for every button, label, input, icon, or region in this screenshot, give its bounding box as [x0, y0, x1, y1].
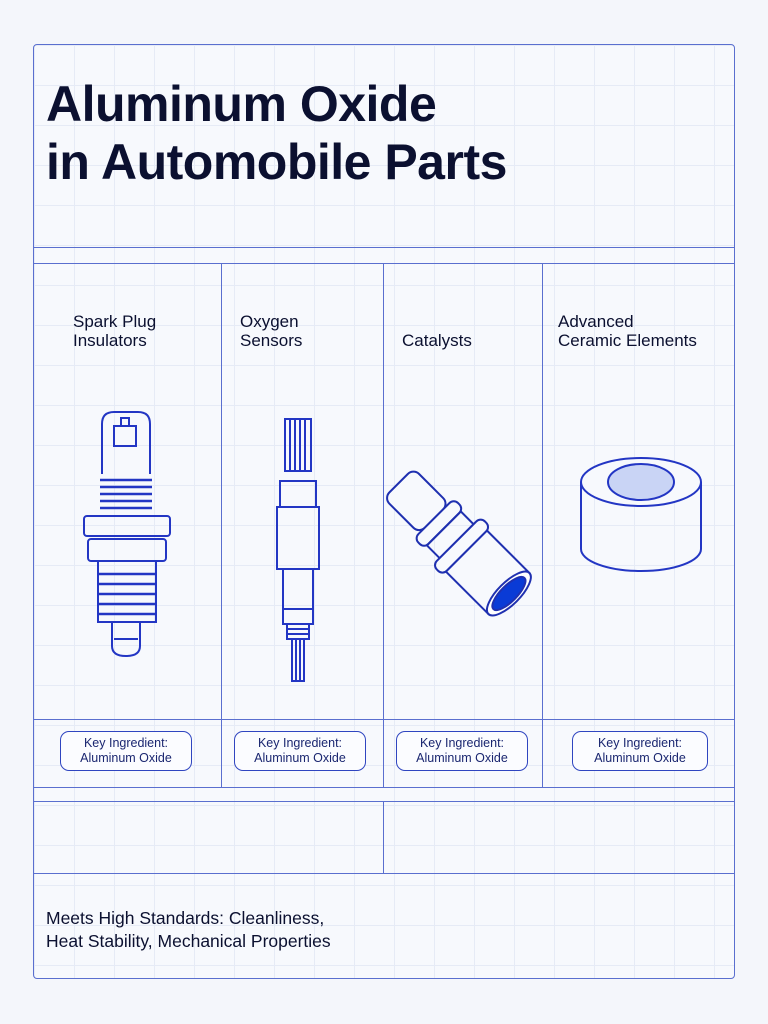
- title-line-2: in Automobile Parts: [46, 134, 507, 190]
- oxygen-sensor-icon: [276, 418, 320, 682]
- divider: [34, 247, 734, 248]
- catalyst-tube-icon: [386, 470, 532, 617]
- divider: [34, 719, 734, 720]
- page-title: Aluminum Oxide in Automobile Parts: [46, 75, 507, 191]
- divider: [34, 263, 734, 264]
- key-ingredient-badge: Key Ingredient:Aluminum Oxide: [572, 731, 708, 771]
- part-catalyst: Catalysts: [383, 264, 542, 720]
- divider: [34, 873, 734, 874]
- divider: [34, 787, 734, 788]
- divider: [542, 263, 543, 787]
- title-line-1: Aluminum Oxide: [46, 76, 437, 132]
- divider: [34, 801, 734, 802]
- key-ingredient-badge: Key Ingredient:Aluminum Oxide: [60, 731, 192, 771]
- infographic-frame: Aluminum Oxide in Automobile Parts Spark…: [33, 44, 735, 979]
- ceramic-ring-icon: [580, 457, 702, 572]
- key-ingredient-badge: Key Ingredient:Aluminum Oxide: [396, 731, 528, 771]
- divider: [383, 263, 384, 787]
- part-label: Catalysts: [402, 331, 472, 350]
- standards-note: Meets High Standards: Cleanliness,Heat S…: [46, 908, 331, 951]
- spark-plug-icon: [83, 411, 171, 658]
- divider: [383, 801, 384, 873]
- key-ingredient-badge: Key Ingredient:Aluminum Oxide: [234, 731, 366, 771]
- divider: [221, 263, 222, 787]
